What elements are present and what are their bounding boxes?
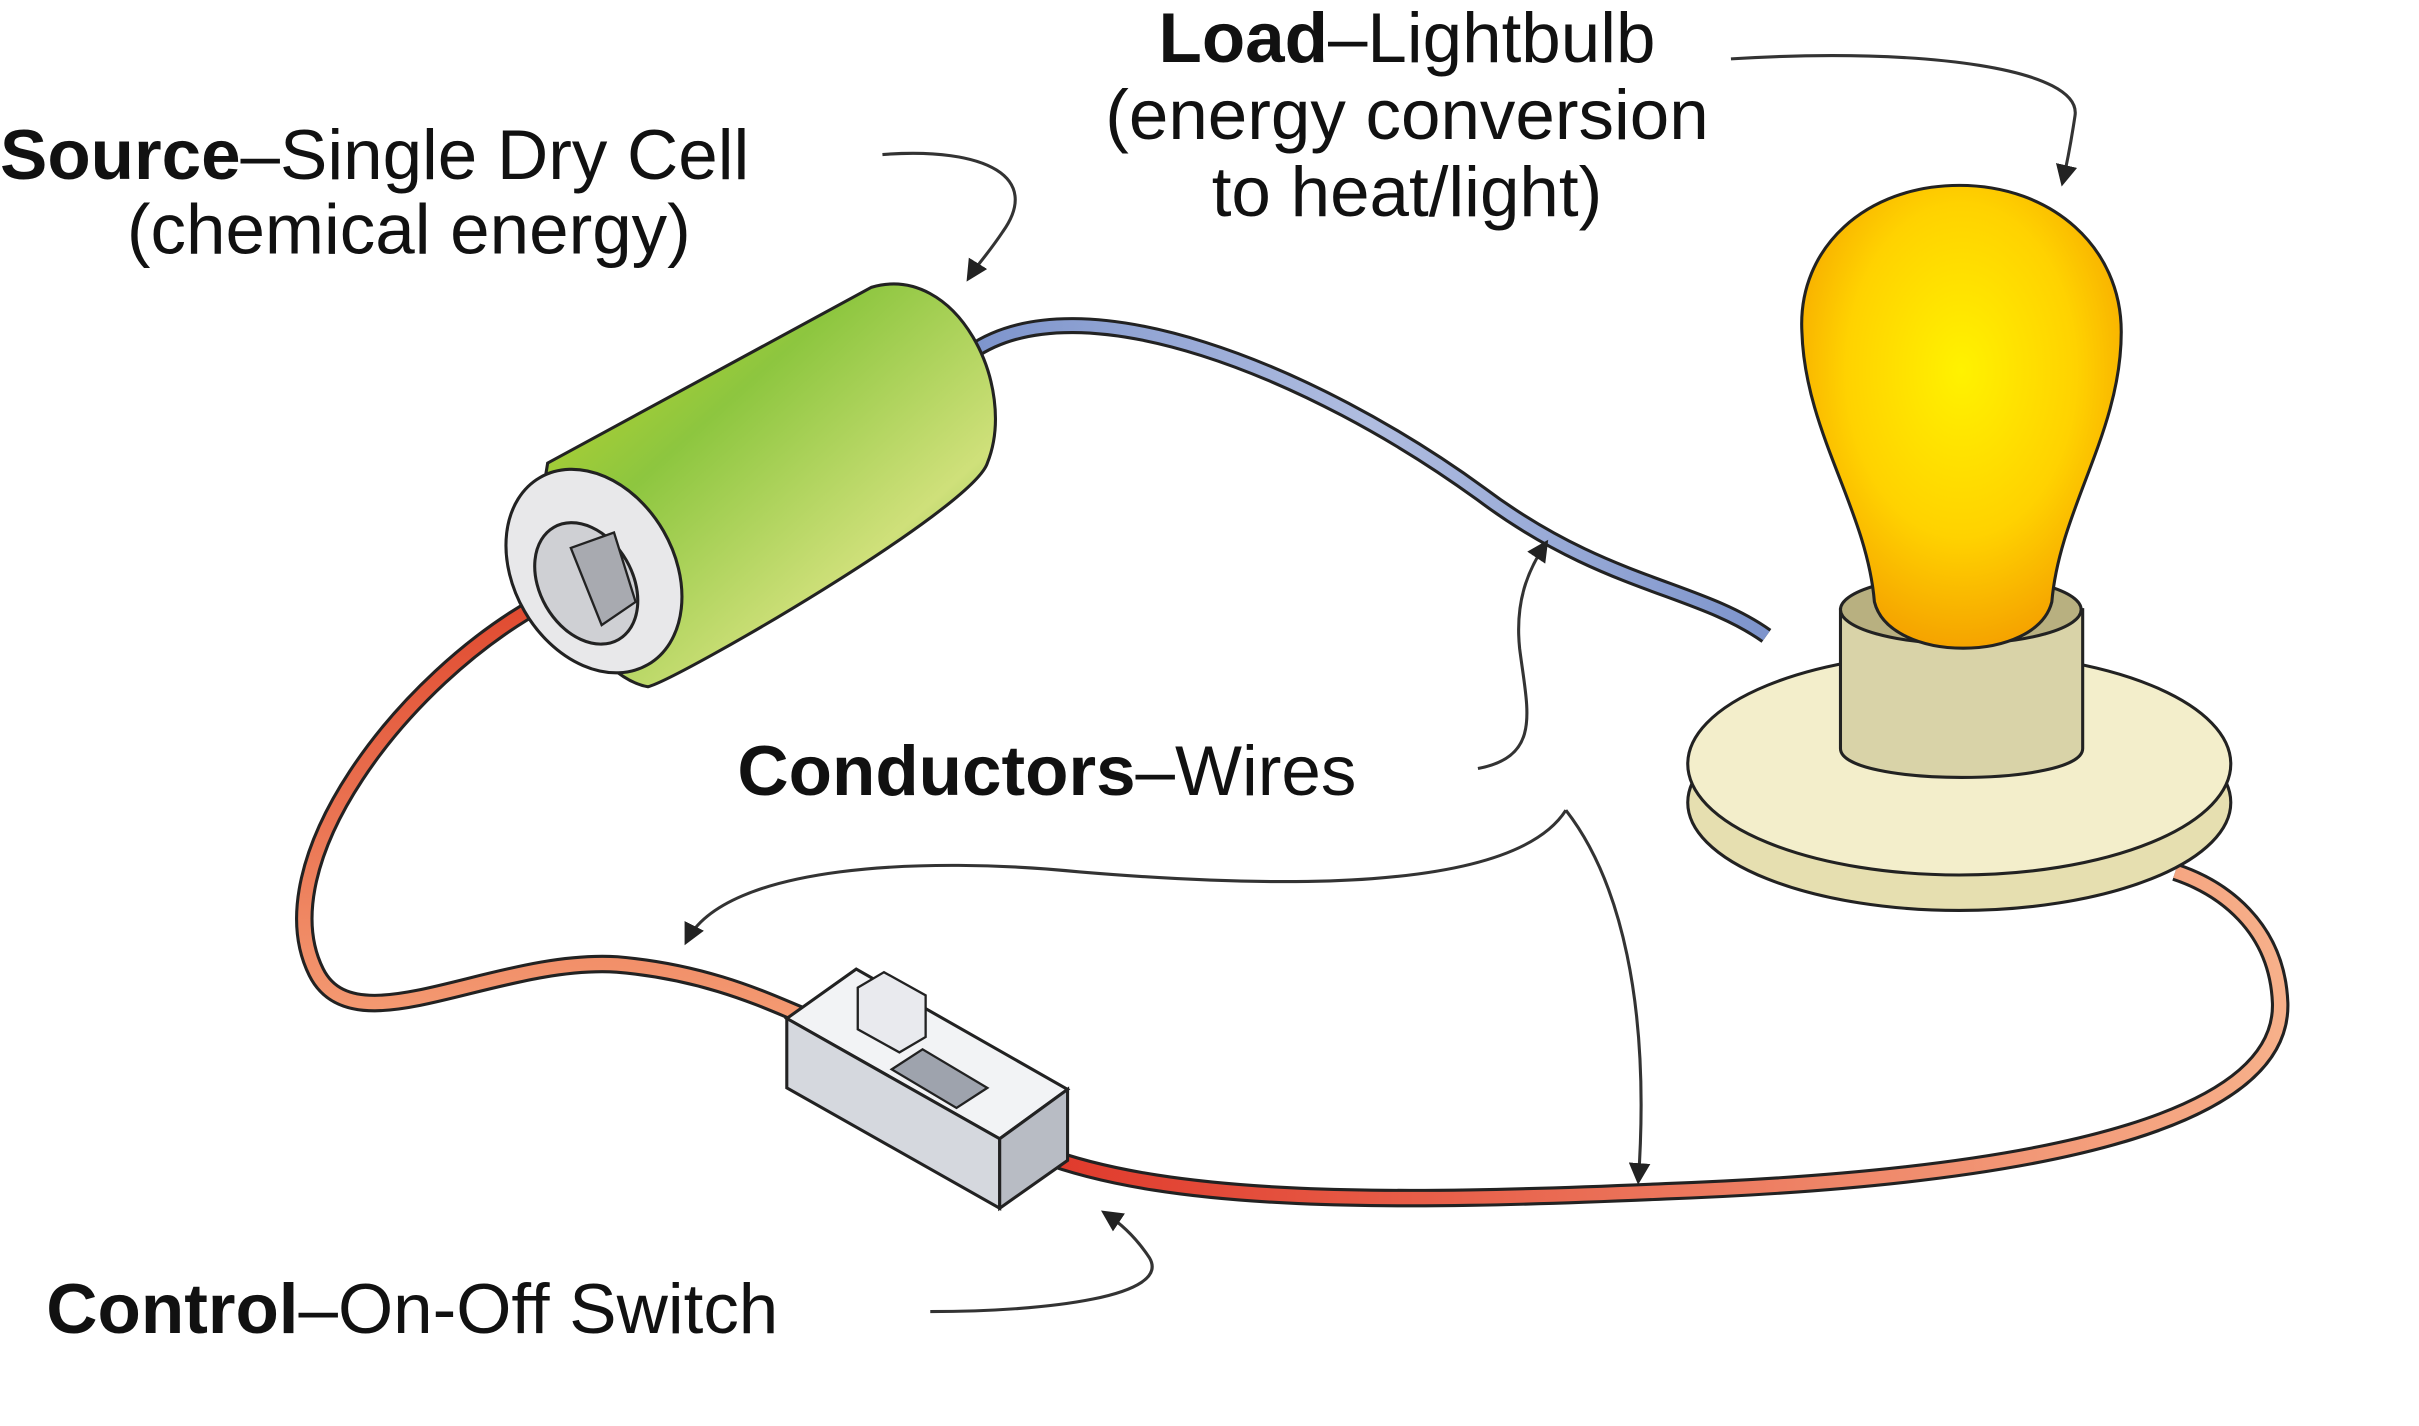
label-control: Control–On-Off Switch [46, 1270, 778, 1349]
load-sep: – [1328, 0, 1368, 78]
conductors-term: Conductors [737, 732, 1135, 811]
arrow-conductors-up [1477, 539, 1549, 771]
svg-text:Load–Lightbulb: Load–Lightbulb [1158, 0, 1655, 78]
load-note-1: (energy conversion [1105, 76, 1708, 155]
dry-cell-battery [504, 282, 997, 689]
svg-text:Conductors–Wires: Conductors–Wires [737, 732, 1356, 811]
control-term: Control [46, 1270, 298, 1349]
wire-blue [967, 317, 1772, 643]
label-conductors: Conductors–Wires [737, 732, 1356, 811]
arrow-control [930, 1210, 1154, 1314]
conductors-desc: Wires [1175, 732, 1356, 811]
load-note-2: to heat/light) [1212, 153, 1603, 232]
source-sep: – [241, 116, 281, 195]
conductors-sep: – [1136, 732, 1176, 811]
arrow-conductors-left [684, 809, 1568, 946]
on-off-switch [783, 967, 1071, 1212]
control-desc: On-Off Switch [338, 1270, 778, 1349]
arrow-conductors-down [1564, 809, 1651, 1185]
wire-red-right [1038, 863, 2290, 1208]
label-load: Load–Lightbulb (energy conversion to hea… [1105, 0, 1708, 232]
svg-text:Source–Single Dry Cell: Source–Single Dry Cell [0, 116, 749, 195]
label-source: Source–Single Dry Cell (chemical energy) [0, 116, 749, 269]
source-note: (chemical energy) [127, 190, 691, 269]
load-desc: Lightbulb [1367, 0, 1655, 78]
wire-red-left [295, 593, 806, 1024]
pointer-arrows [684, 54, 2078, 1314]
load-term: Load [1158, 0, 1327, 78]
source-desc: Single Dry Cell [280, 116, 749, 195]
source-term: Source [0, 116, 241, 195]
lightbulb [1686, 183, 2233, 913]
svg-text:Control–On-Off Switch: Control–On-Off Switch [46, 1270, 778, 1349]
arrow-load [1730, 54, 2078, 187]
wires [295, 317, 2290, 1208]
control-sep: – [299, 1270, 339, 1349]
arrow-source [882, 151, 1017, 282]
